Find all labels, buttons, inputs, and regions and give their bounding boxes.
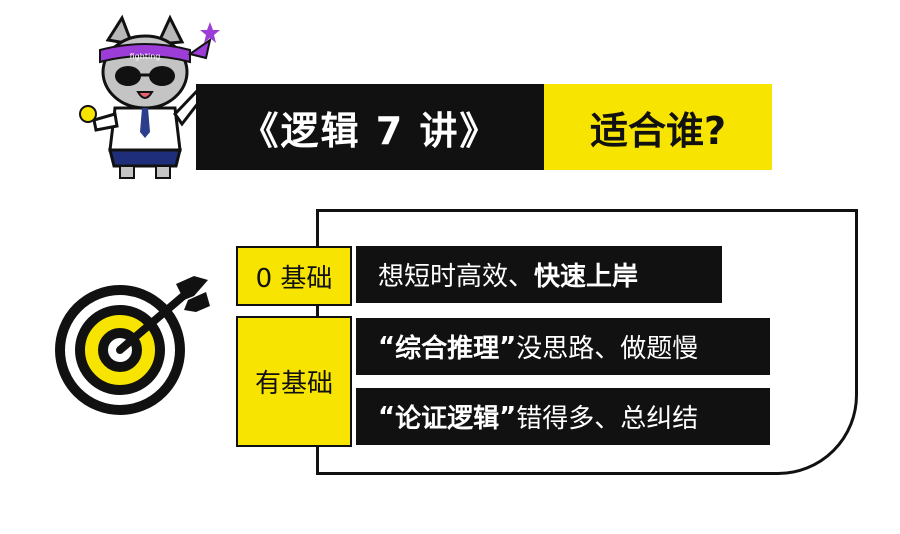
target-arrow-icon [55, 276, 210, 415]
bar-argument-logic: “论证逻辑”错得多、总纠结 [356, 388, 770, 445]
label-with-basis-text: 有基础 [254, 369, 333, 399]
bar-text-bold: 快速上岸 [534, 262, 639, 292]
quote-open: “ [378, 331, 396, 362]
bar-text-plain: 没思路、做题慢 [516, 334, 699, 364]
bar-zero-basis: 想短时高效、快速上岸 [356, 246, 722, 303]
bar-text-bold: 论证逻辑 [395, 404, 500, 434]
headband-text: fighting [130, 52, 161, 61]
bar-text-bold: 综合推理 [395, 334, 500, 364]
label-zero-basis: 0 基础 [236, 246, 352, 306]
bar-text-plain: 错得多、总纠结 [516, 404, 699, 434]
title-sub-banner: 适合谁? [544, 84, 772, 170]
bar-text-plain: 想短时高效、 [378, 262, 535, 292]
title-sub: 适合谁? [589, 108, 727, 153]
quote-close: ” [499, 331, 517, 362]
quote-open: “ [378, 401, 396, 432]
bar-comprehensive-reasoning: “综合推理”没思路、做题慢 [356, 318, 770, 375]
quote-close: ” [499, 401, 517, 432]
title-main: 《逻辑 7 讲》 [240, 108, 500, 153]
label-with-basis: 有基础 [236, 316, 352, 447]
title-main-banner: 《逻辑 7 讲》 [196, 84, 544, 170]
cat-mascot-icon: fighting [79, 14, 220, 179]
label-zero-basis-text: 0 基础 [255, 263, 333, 294]
